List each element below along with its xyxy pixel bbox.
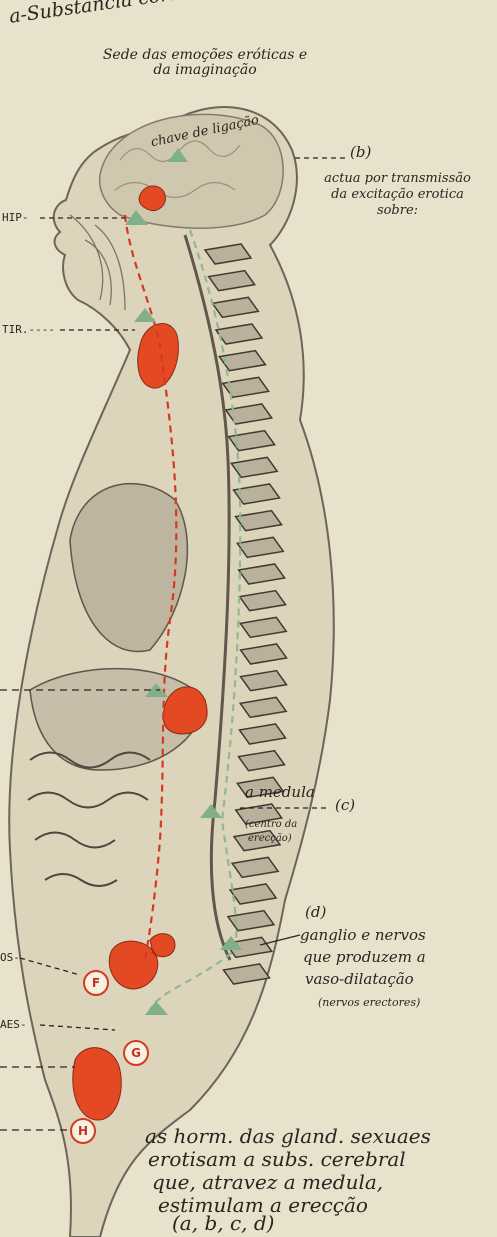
c-note-line2: erecção) [248,834,292,845]
gland-marker-g: G [123,1040,149,1066]
d-line1: ganglio e nervos [300,928,426,944]
label-aes: AES- [0,1019,27,1031]
b-line3: sobre: [300,204,495,218]
pituitary-gland [139,186,165,211]
testicle-gland [73,1048,122,1120]
label-d: (d) [305,905,326,921]
bottom-line3: que, atravez a medula, [152,1171,383,1194]
gland-marker-f: F [83,970,109,996]
d-line2: que produzem a [303,950,426,966]
c-note-line1: (centro da [245,820,297,831]
bottom-line5: (a, b, c, d) [172,1212,274,1235]
d-line3: vaso-dilatação [305,972,414,988]
label-b: (b) [350,145,371,161]
bottom-line1: as horm. das gland. sexuaes [145,1125,431,1148]
d-line4: (nervos erectores) [318,997,420,1009]
label-hip: HIP- [2,212,29,224]
label-c: (c) [335,798,355,814]
b-line1: actua por transmissão [300,172,495,186]
title-subtitle: Sede das emoções eróticas e da imaginaçã… [95,48,315,77]
b-line2: da excitação erotica [300,188,495,202]
bottom-line2: erotisam a subs. cerebral [148,1148,406,1171]
body-silhouette [9,107,334,1237]
label-pos: OS- [0,952,20,964]
label-medula: a medula [245,785,315,801]
gland-marker-h: H [70,1118,96,1144]
label-tir: TIR.---- [2,324,55,336]
